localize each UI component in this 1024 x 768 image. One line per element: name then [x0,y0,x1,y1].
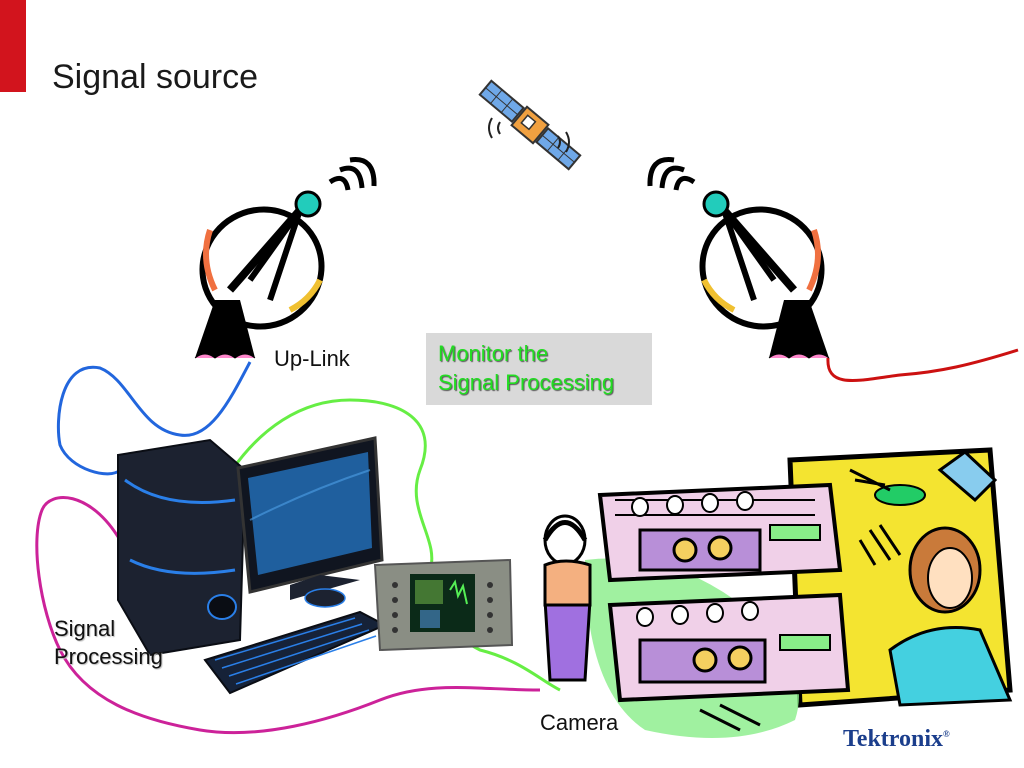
magenta-cable [35,496,541,735]
camera-label: Camera [540,710,619,735]
logo-text: Tektronix [843,726,944,752]
signal-processing-line2: Processing [54,644,163,669]
signal-processing-label: Signal Processing [54,615,163,671]
right-satellite-dish-icon [647,157,830,359]
monitor-callout-line1: Monitor the [438,341,549,366]
slide-title: Signal source [52,58,259,96]
accent-bar [0,0,26,92]
monitor-callout-line2: Signal Processing [438,370,615,395]
uplink-label: Up-Link [274,346,350,371]
red-cable [826,348,1019,383]
blue-cable [56,361,252,476]
monitor-callout: Monitor the Signal Processing [426,333,652,405]
tektronix-logo: Tektronix® [843,726,950,753]
broadcast-studio-icon [542,447,1013,738]
left-satellite-dish-icon [194,157,377,359]
logo-mark: ® [943,729,950,739]
satellite-icon [478,79,582,171]
green-cable [230,398,561,692]
waveform-monitor-icon [373,558,514,652]
signal-processing-line1: Signal [54,616,116,641]
desktop-computer-icon [117,436,388,695]
